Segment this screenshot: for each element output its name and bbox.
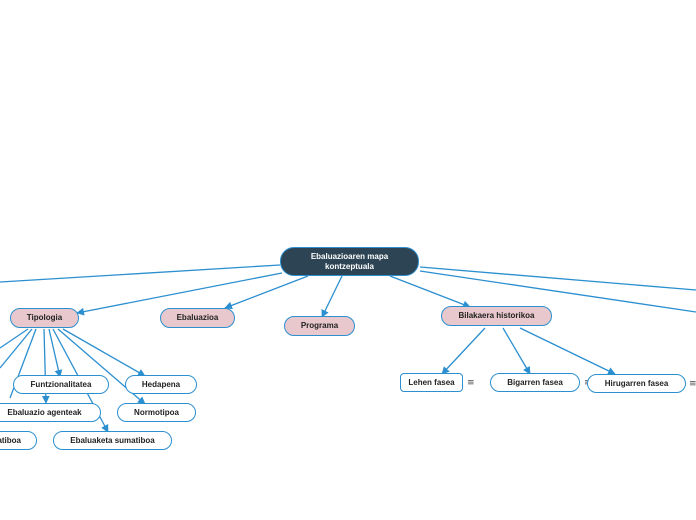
topic-bigarren-fasea[interactable]: Bigarren fasea — [490, 373, 580, 392]
topic-formatiboa[interactable]: atiboa — [0, 431, 37, 450]
edge-tipologia-offscreen-2 — [0, 328, 33, 369]
topic-normotipoa[interactable]: Normotipoa — [117, 403, 196, 422]
edge-root-offscreen-right-2 — [419, 270, 696, 313]
topic-ebaluaketa-sumatiboa[interactable]: Ebaluaketa sumatiboa — [53, 431, 172, 450]
edge-root-ebaluazioa — [224, 275, 309, 310]
edge-bilakaera-lehen — [441, 327, 486, 375]
edge-root-offscreen-left — [0, 264, 281, 283]
edge-root-offscreen-right-1 — [419, 266, 696, 291]
edge-root-programa — [321, 275, 343, 318]
topic-funtzionalitatea[interactable]: Funtzionalitatea — [13, 375, 109, 394]
notes-icon[interactable]: ≡ — [689, 379, 696, 389]
edge-bilakaera-bigarren — [502, 327, 531, 375]
topic-tipologia[interactable]: Tipologia — [10, 308, 79, 328]
topic-ebaluazio-agenteak[interactable]: Ebaluazio agenteak — [0, 403, 101, 422]
edge-bilakaera-hirugarren — [519, 327, 616, 375]
topic-hirugarren-fasea[interactable]: Hirugarren fasea — [587, 374, 686, 393]
edge-root-bilakaera — [389, 275, 471, 309]
edge-tipologia-funtzionalitatea — [48, 328, 63, 378]
notes-icon[interactable]: ≡ — [467, 378, 475, 388]
edge-root-tipologia — [76, 272, 283, 316]
topic-ebaluazioa[interactable]: Ebaluazioa — [160, 308, 235, 328]
edge-tipologia-hedapena — [62, 328, 146, 377]
topic-lehen-fasea[interactable]: Lehen fasea — [400, 373, 463, 392]
root-topic[interactable]: Ebaluazioaren mapa kontzeptuala — [280, 247, 419, 276]
topic-bilakaera-historikoa[interactable]: Bilakaera historikoa — [441, 306, 552, 326]
edge-tipologia-offscreen-1 — [0, 328, 29, 349]
topic-programa[interactable]: Programa — [284, 316, 355, 336]
topic-hedapena[interactable]: Hedapena — [125, 375, 197, 394]
